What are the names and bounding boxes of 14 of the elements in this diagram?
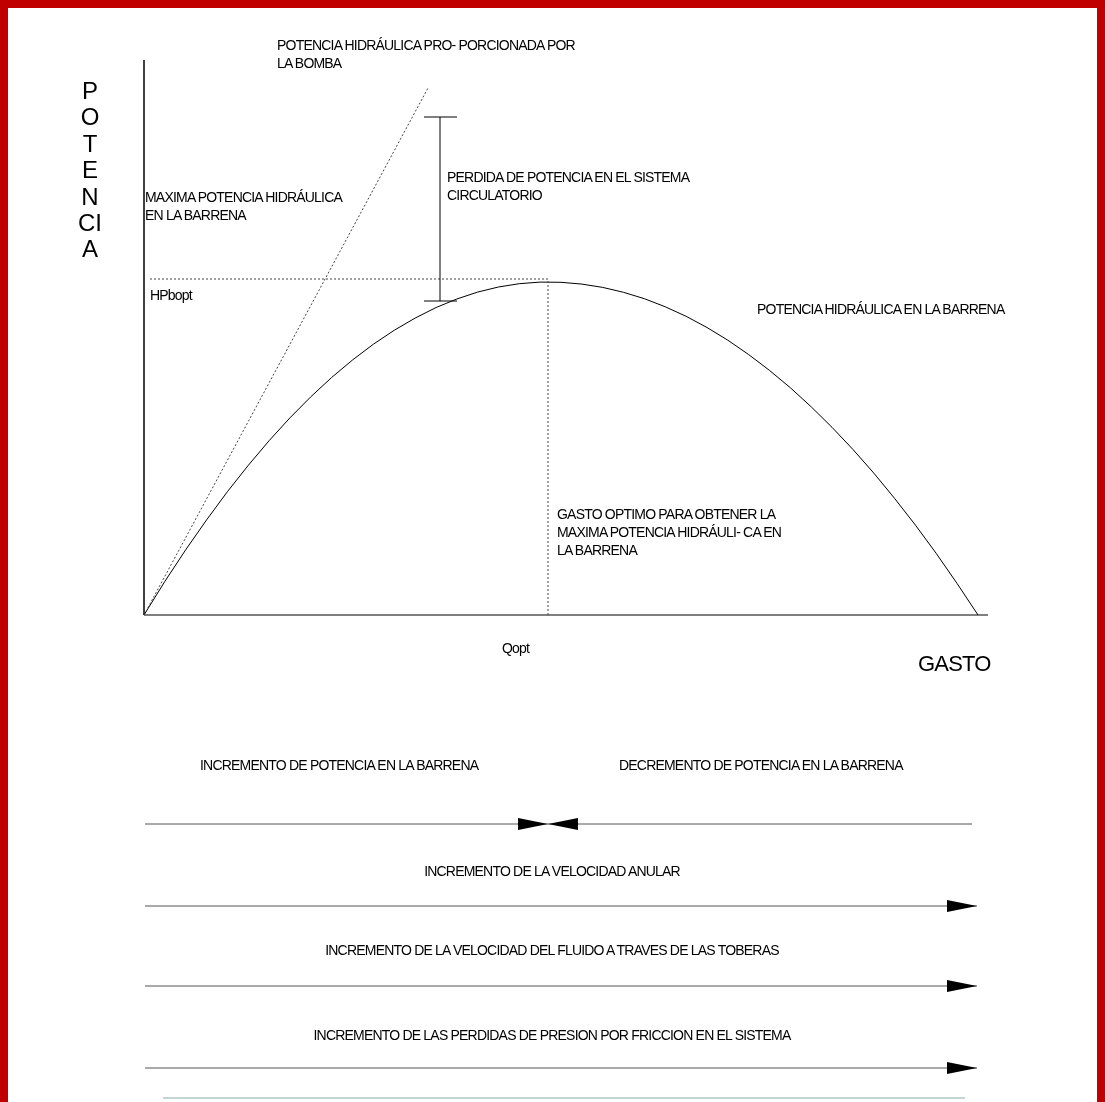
annotation-text: HPbopt [150, 286, 194, 305]
annotation-text: PERDIDA DE POTENCIA EN EL SISTEMA CIRCULATORIO [447, 168, 691, 205]
annotation-text: DECREMENTO DE POTENCIA EN LA BARRENA [619, 756, 905, 775]
annotation-text: GASTO OPTIMO PARA OBTENER LA MAXIMA POTENCIA HIDRÁULI- CA EN LA BARRENA [557, 505, 783, 560]
annotation-text: INCREMENTO DE POTENCIA EN LA BARRENA [200, 756, 480, 775]
annotation-text: Qopt [502, 639, 531, 658]
annotation-text: INCREMENTO DE LAS PERDIDAS DE PRESION POR FRICCION EN EL SISTEMA [312, 1026, 792, 1045]
annotation-text: POTENCIA HIDRÁULICA EN LA BARRENA [757, 300, 1006, 319]
annotation-text: MAXIMA POTENCIA HIDRÁULICA EN LA BARRENA [145, 188, 343, 225]
annotation-text: INCREMENTO DE LA VELOCIDAD ANULAR [423, 862, 681, 881]
annotation-text: POTENCIA HIDRÁULICA PRO- PORCIONADA POR LA BOMBA [277, 36, 576, 73]
axis-title: GASTO [918, 650, 992, 678]
annotation-text: INCREMENTO DE LA VELOCIDAD DEL FLUIDO A TRAVES DE LAS TOBERAS [324, 941, 780, 960]
axis-title: POTENCIA [78, 78, 102, 263]
